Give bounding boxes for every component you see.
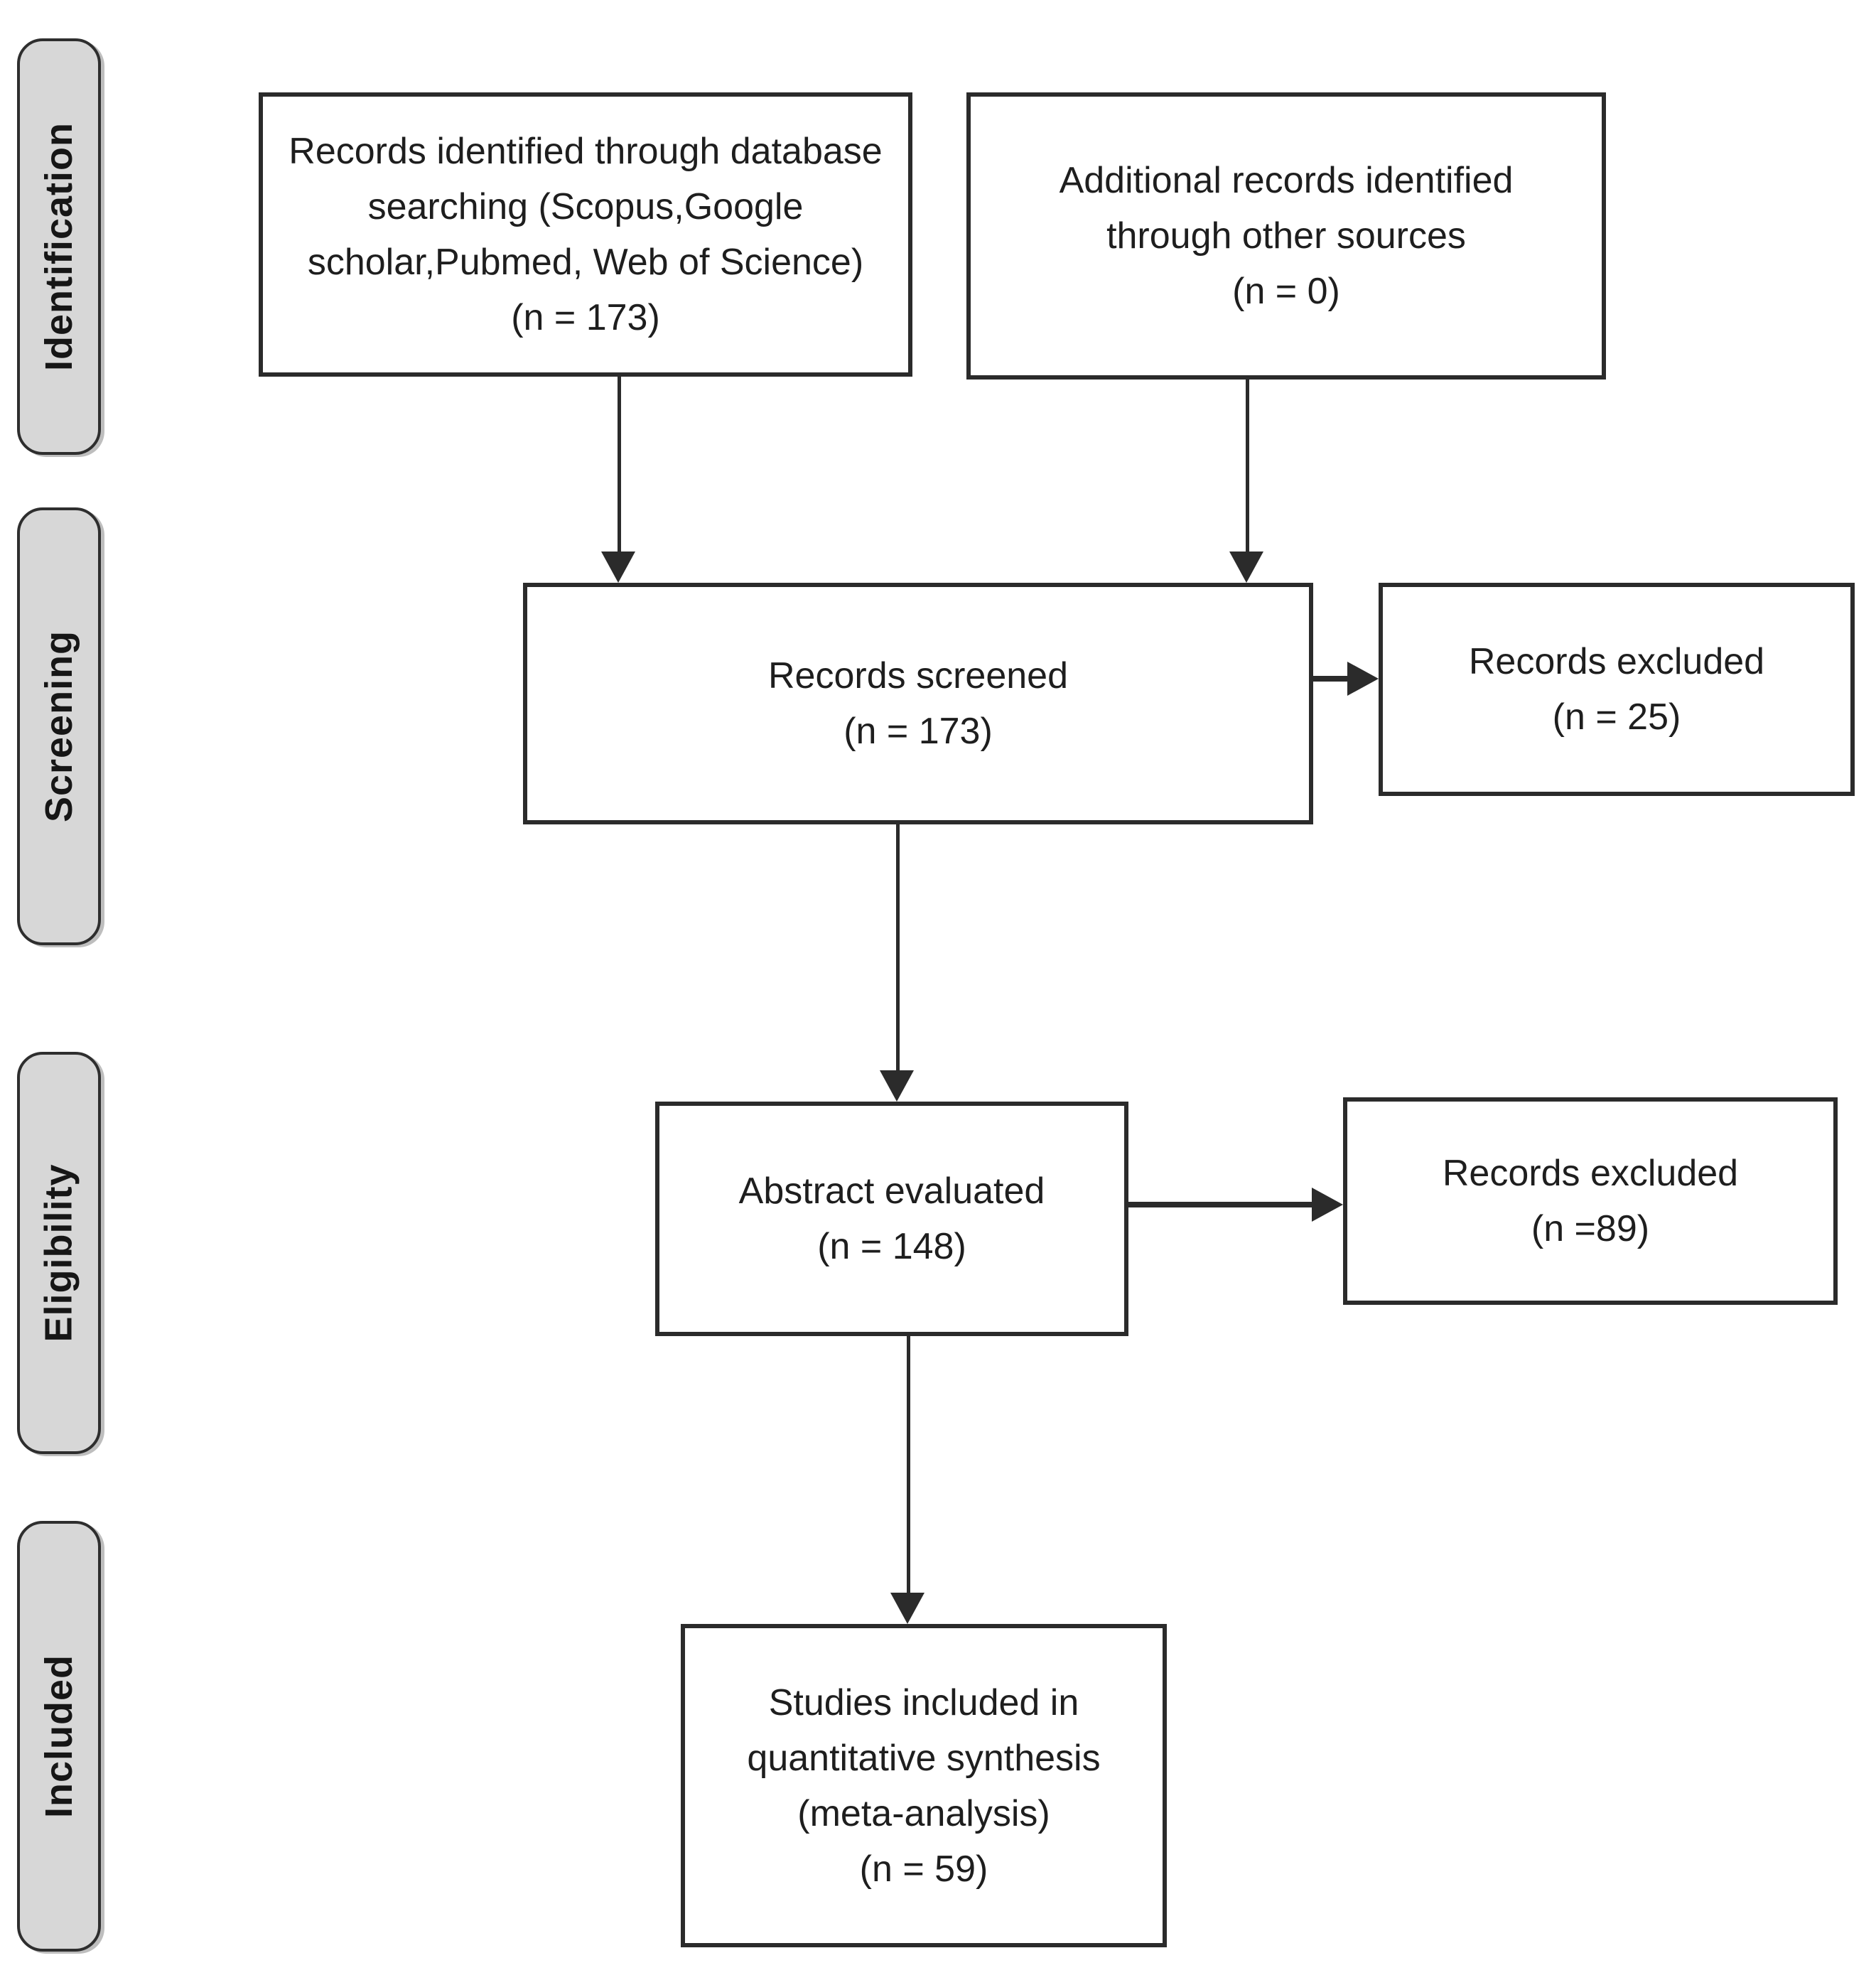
box-abstract-evaluated-text: Abstract evaluated (n = 148)	[738, 1171, 1045, 1267]
box-abstract-evaluated: Abstract evaluated (n = 148)	[655, 1102, 1128, 1336]
box-studies-included-meta-analysis: Studies included in quantitative synthes…	[681, 1624, 1167, 1947]
stage-label-eligibility: Eligibility	[17, 1052, 101, 1454]
stage-label-included: Included	[17, 1521, 101, 1952]
box-records-screened: Records screened (n = 173)	[523, 583, 1313, 824]
arrowhead-down-icon	[601, 552, 635, 583]
stage-label-identification: Identification	[17, 38, 101, 455]
stage-label-identification-text: Identification	[38, 122, 80, 371]
box-records-excluded-eligibility: Records excluded (n =89)	[1343, 1097, 1838, 1305]
stage-label-screening-text: Screening	[38, 630, 80, 823]
stage-label-eligibility-text: Eligibility	[38, 1163, 80, 1343]
stage-label-screening: Screening	[17, 507, 101, 945]
arrow-line	[1313, 676, 1347, 682]
arrow-line	[1128, 1202, 1312, 1207]
arrow-line	[896, 824, 900, 1070]
arrowhead-down-icon	[880, 1070, 914, 1102]
box-additional-records-other-sources: Additional records identified through ot…	[966, 92, 1606, 380]
box-studies-included-meta-analysis-text: Studies included in quantitative synthes…	[747, 1682, 1101, 1890]
arrow-line	[618, 377, 621, 552]
arrowhead-down-icon	[890, 1593, 924, 1624]
box-records-identified-database: Records identified through database sear…	[259, 92, 912, 377]
box-records-excluded-screening: Records excluded (n = 25)	[1379, 583, 1855, 796]
arrow-line	[1246, 380, 1249, 552]
stage-label-included-text: Included	[38, 1654, 81, 1819]
box-records-excluded-eligibility-text: Records excluded (n =89)	[1442, 1153, 1739, 1249]
arrow-line	[907, 1336, 910, 1593]
box-records-identified-database-text: Records identified through database sear…	[289, 131, 883, 338]
box-records-screened-text: Records screened (n = 173)	[768, 655, 1068, 752]
arrowhead-right-icon	[1347, 662, 1379, 696]
arrowhead-down-icon	[1229, 552, 1263, 583]
arrowhead-right-icon	[1312, 1188, 1343, 1222]
box-additional-records-other-sources-text: Additional records identified through ot…	[1059, 160, 1514, 312]
box-records-excluded-screening-text: Records excluded (n = 25)	[1468, 641, 1765, 738]
